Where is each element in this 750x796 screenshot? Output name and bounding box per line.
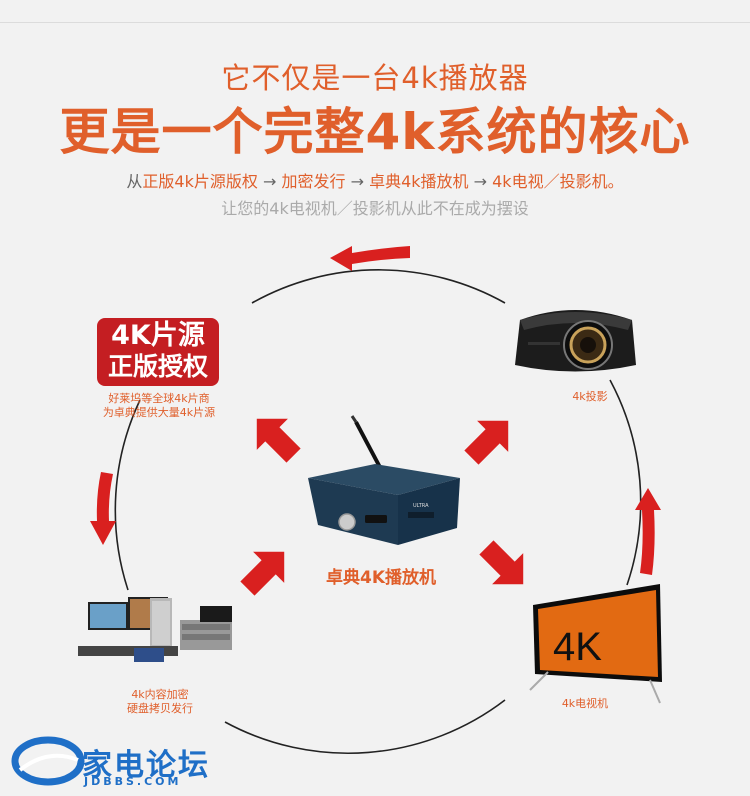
tv-screen-text: 4K xyxy=(553,625,602,669)
arrow-to-tv xyxy=(479,540,524,585)
workstation-image xyxy=(78,597,232,662)
badge-line2: 正版授权 xyxy=(107,352,208,381)
flow-step-copyright: 正版4k片源版权 xyxy=(142,172,258,191)
badge-line1: 4K片源 xyxy=(111,320,205,351)
watermark-name: 家电论坛 xyxy=(82,748,210,783)
player-device-image: ULTRA xyxy=(308,415,460,545)
encrypt-line1: 4k内容加密 xyxy=(131,688,189,701)
flow-prefix: 从 xyxy=(126,172,143,191)
arrow-to-projector xyxy=(464,420,509,465)
curved-arrow-left xyxy=(90,472,116,545)
player-label: 卓典4K播放机 xyxy=(325,568,436,588)
source-desc-line1: 好莱坞等全球4k片商 xyxy=(108,392,210,405)
source-desc-line2: 为卓典提供大量4k片源 xyxy=(102,406,216,419)
flow-arrow-icon: → xyxy=(473,172,488,191)
encrypt-description: 4k内容加密 硬盘拷贝发行 xyxy=(100,688,220,716)
top-divider xyxy=(0,22,750,23)
headline-line1: 它不仅是一台4k播放器 xyxy=(221,61,529,95)
cycle-arrows xyxy=(90,246,661,575)
flow-step-player: 卓典4k播放机 xyxy=(369,172,469,191)
arrow-to-source xyxy=(256,418,301,463)
flow-step-display: 4k电视／投影机。 xyxy=(492,172,624,191)
encrypt-line2: 硬盘拷贝发行 xyxy=(127,702,193,715)
curved-arrow-right xyxy=(635,488,661,575)
copyright-badge: 4K片源 正版授权 xyxy=(97,318,219,386)
headline-line2: 更是一个完整4k系统的核心 xyxy=(59,103,691,161)
flow-description: 从正版4k片源版权 → 加密发行 → 卓典4k播放机 → 4k电视／投影机。 xyxy=(0,168,750,192)
watermark-domain: JDBBS.COM xyxy=(84,775,182,788)
projector-label: 4k投影 xyxy=(572,390,608,403)
projector-image xyxy=(515,310,636,372)
watermark-logo-icon xyxy=(11,736,85,786)
source-description: 好莱坞等全球4k片商 为卓典提供大量4k片源 xyxy=(70,392,248,420)
tv-label: 4k电视机 xyxy=(561,697,609,710)
direction-arrows xyxy=(240,418,524,596)
device-face-text: ULTRA xyxy=(413,503,429,509)
tv-image: 4K xyxy=(529,584,662,704)
cycle-circle xyxy=(114,269,642,755)
flow-step-encrypt: 加密发行 xyxy=(281,172,346,191)
arrow-from-encrypt xyxy=(240,551,285,596)
subline: 让您的4k电视机／投影机从此不在成为摆设 xyxy=(221,199,529,218)
curved-arrow-top xyxy=(330,246,410,271)
flow-arrow-icon: → xyxy=(350,172,364,191)
flow-arrow-icon: → xyxy=(262,172,277,191)
